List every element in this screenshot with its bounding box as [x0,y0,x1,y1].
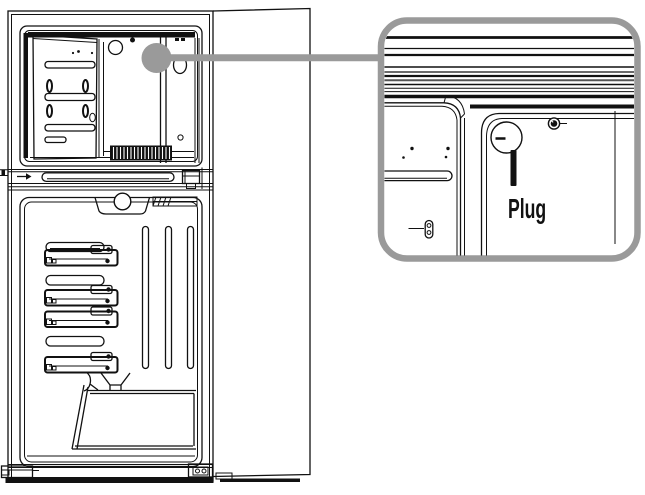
vent-slot [44,136,67,144]
panel-hole [82,79,89,93]
zoomed-vent-slot [384,170,453,182]
right-foot [187,463,214,478]
shelf-bracket [44,284,119,307]
panel-hole [82,104,89,118]
screw-dot [130,37,135,43]
ceiling-bracket [152,196,198,207]
back-wall-hole [107,39,124,56]
fridge-liner-outer [19,196,203,468]
grommet [408,219,434,239]
plug-bar [510,150,517,186]
freezer-liner-outer [19,25,203,167]
plug-detail-circle [490,121,523,154]
divider-slot [41,172,175,183]
hinge-pin [0,169,8,176]
divider-latch [181,167,203,189]
lamp-circle [113,192,132,211]
freezer-floor [30,145,194,161]
screw-icon [547,117,567,130]
panel-notch [89,112,96,123]
shelf-bracket [44,351,119,374]
freezer-compartment [19,25,203,167]
panel-hole [46,79,53,93]
small-hole [177,134,184,141]
wall-slot [45,335,105,347]
refrigerator-illustration [0,7,311,483]
kick-plate [5,477,214,483]
base-and-feet [0,463,300,483]
freezer-top-frame-lines [384,36,634,99]
arrow-mark [17,173,32,180]
freezer-top-band [28,32,195,38]
shelf-bracket [44,244,119,267]
back-wall-ribs [141,225,195,370]
cabinet-side-panel [212,7,311,478]
freezer-left-band [23,33,28,158]
liner-corner-lines [384,95,465,256]
side-liner-panel [470,104,634,256]
plug-detail [490,121,523,186]
panel-hole [46,104,53,118]
fridge-liner-inner [24,201,198,463]
highlight-circle [141,43,172,73]
freezer-back-panel [32,34,98,160]
callout-detail-view: Plug [384,36,634,256]
cabinet-outline [7,7,311,482]
fridge-compartment [19,192,203,468]
vent-slot [44,123,96,132]
vent-slot [44,60,96,69]
crisper-drawer [71,384,196,450]
wall-slot [45,241,105,253]
shelf-bracket [44,306,119,328]
divider-band [0,167,213,191]
plug-label: Plug [508,193,546,224]
drain-funnel [83,371,131,392]
wall-slot [45,274,105,286]
lamp-assembly [94,192,151,215]
vent-slot [44,92,96,102]
base-shadow [220,478,300,482]
callout-bubble: Plug [377,17,641,262]
